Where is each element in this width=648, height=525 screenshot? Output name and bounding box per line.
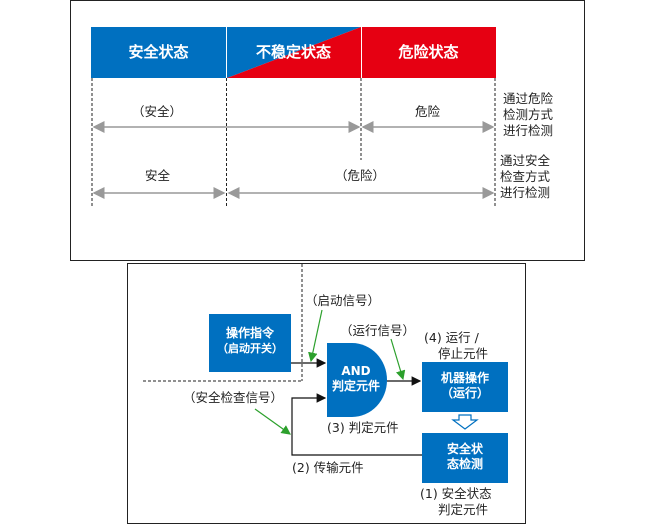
and-gate-subtitle: 判定元件 — [331, 379, 380, 393]
safety-caption-line: (1) 安全状态 — [420, 486, 492, 501]
run-stop-line: 停止元件 — [438, 346, 489, 361]
operation-box-title: 操作指令 — [225, 326, 274, 340]
run-signal-label: （运行信号） — [340, 323, 416, 338]
safety-box — [422, 433, 508, 483]
row2-method-line: 进行检测 — [500, 185, 551, 200]
machine-box-text: 机器操作 （运行） — [422, 371, 508, 401]
gate-caption: (3) 判定元件 — [327, 420, 399, 435]
row1-right-label: 危险 — [415, 104, 441, 119]
bottom-panel-frame — [127, 263, 526, 524]
safety-box-line: 安全状 — [446, 442, 483, 456]
row1-method: 通过危险 检测方式 进行检测 — [503, 91, 553, 139]
row2-method: 通过安全 检查方式 进行检测 — [500, 153, 550, 201]
safety-caption: (1) 安全状态 判定元件 — [420, 486, 492, 518]
hollow-down-arrow-icon — [451, 414, 479, 430]
row1-left-label: （安全） — [132, 104, 183, 119]
safety-box-text: 安全状 态检测 — [422, 442, 508, 472]
run-stop-caption: (4) 运行 / 停止元件 — [424, 330, 488, 362]
row1-method-line: 进行检测 — [503, 123, 554, 138]
range-arrows — [92, 121, 495, 199]
safety-check-signal-label: （安全检查信号） — [183, 390, 284, 405]
machine-box-subtitle: （运行） — [440, 386, 489, 400]
signal-lines — [291, 358, 422, 456]
and-gate-title: AND — [341, 364, 371, 378]
boundary-dashed — [143, 264, 303, 382]
safe-state-label: 安全状态 — [128, 43, 189, 61]
row2-right-label: （危险） — [335, 168, 386, 183]
safety-box-line: 态检测 — [446, 457, 483, 471]
top-panel-frame — [70, 0, 585, 261]
safety-caption-line: 判定元件 — [438, 502, 489, 517]
operation-box-subtitle: （启动开关） — [217, 342, 283, 355]
and-gate-text: AND 判定元件 — [327, 364, 385, 394]
row2-method-line: 检查方式 — [500, 169, 551, 184]
machine-box-title: 机器操作 — [440, 371, 489, 385]
row1-method-line: 通过危险 — [503, 91, 554, 106]
unstable-state-bar-red — [227, 27, 361, 78]
green-pointer-arrows — [254, 309, 406, 435]
operation-box — [209, 314, 291, 372]
danger-state-bar — [362, 27, 496, 78]
machine-box — [422, 362, 508, 412]
unstable-state-label: 不稳定状态 — [255, 43, 331, 61]
danger-state-label: 危险状态 — [398, 43, 459, 61]
start-signal-label: （启动信号） — [305, 293, 381, 308]
row1-method-line: 检测方式 — [503, 107, 554, 122]
boundary-lines — [91, 78, 496, 206]
transmission-caption: (2) 传输元件 — [292, 460, 364, 475]
row2-left-label: 安全 — [145, 168, 171, 183]
and-gate — [327, 343, 387, 417]
run-stop-line: (4) 运行 / — [424, 330, 479, 345]
row2-method-line: 通过安全 — [500, 153, 551, 168]
safe-state-bar — [91, 27, 226, 78]
operation-box-text: 操作指令 （启动开关） — [209, 326, 291, 356]
